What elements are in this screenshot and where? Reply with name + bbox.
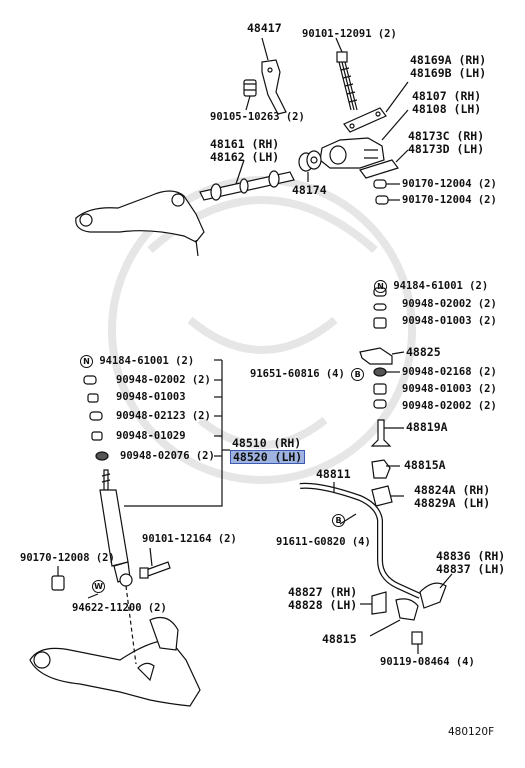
label-48837: 48837 (LH) bbox=[436, 562, 506, 576]
label-48174: 48174 bbox=[292, 183, 327, 197]
label-48107: 48107 (RH) bbox=[412, 89, 482, 103]
label-90101-12091: 90101-12091 (2) bbox=[302, 28, 397, 40]
label-94184-r-text: 94184-61001 (2) bbox=[393, 280, 489, 292]
label-91651-text: 91651-60816 (4) bbox=[250, 368, 345, 380]
nut-90170-12008 bbox=[51, 575, 65, 591]
right-hardware bbox=[359, 287, 447, 645]
shaft-48161 bbox=[199, 170, 295, 201]
marker-b-icon-lower: B bbox=[332, 514, 345, 527]
label-90119: 90119-08464 (4) bbox=[380, 656, 475, 668]
label-48169B: 48169B (LH) bbox=[410, 66, 487, 80]
label-48824A: 48824A (RH) bbox=[414, 483, 491, 497]
bracket-48417 bbox=[261, 59, 287, 115]
label-90170-12008: 90170-12008 (2) bbox=[20, 552, 115, 564]
label-90948-02002-r: 90948-02002 (2) bbox=[402, 298, 497, 310]
label-90948-02002-r2: 90948-02002 (2) bbox=[402, 400, 497, 412]
label-91611: 91611-G0820 (4) bbox=[276, 536, 371, 548]
label-90948-01003-l: 90948-01003 bbox=[116, 391, 186, 403]
washers-90170-12004 bbox=[373, 179, 389, 205]
bushing-48174 bbox=[298, 150, 322, 172]
label-94184-l-text: 94184-61001 (2) bbox=[99, 355, 195, 367]
label-91651: 91651-60816 (4) B bbox=[250, 368, 365, 381]
label-48162: 48162 (LH) bbox=[210, 150, 280, 164]
bolt-90101-12091 bbox=[336, 51, 358, 111]
part-48173 bbox=[359, 159, 399, 179]
stabilizer-bar-48811 bbox=[299, 482, 422, 599]
marker-w: W bbox=[92, 580, 105, 593]
label-90948-02168: 90948-02168 (2) bbox=[402, 366, 497, 378]
marker-w-icon: W bbox=[92, 580, 105, 593]
label-90948-02002-l: 90948-02002 (2) bbox=[116, 374, 211, 386]
label-94184-l: N 94184-61001 (2) bbox=[80, 355, 194, 368]
label-48173C: 48173C (RH) bbox=[408, 129, 485, 143]
label-90101-12164: 90101-12164 (2) bbox=[142, 533, 237, 545]
shock-hardware bbox=[83, 375, 109, 461]
label-48819A: 48819A bbox=[406, 420, 448, 434]
label-48161: 48161 (RH) bbox=[210, 137, 280, 151]
nut-90105 bbox=[243, 79, 257, 97]
label-48510: 48510 (RH) bbox=[232, 436, 302, 450]
upper-control-arm bbox=[75, 190, 205, 257]
label-48173D: 48173D (LH) bbox=[408, 142, 485, 156]
label-90948-01003-r2: 90948-01003 (2) bbox=[402, 383, 497, 395]
plate-48169 bbox=[343, 107, 387, 133]
label-90948-01029: 90948-01029 bbox=[116, 430, 186, 442]
label-48169A: 48169A (RH) bbox=[410, 53, 487, 67]
label-48827: 48827 (RH) bbox=[288, 585, 358, 599]
label-48108: 48108 (LH) bbox=[412, 102, 482, 116]
label-48520-highlighted[interactable]: 48520 (LH) bbox=[230, 450, 306, 464]
lower-control-arm bbox=[29, 617, 201, 707]
label-90948-02123: 90948-02123 (2) bbox=[116, 410, 211, 422]
label-94184-r: N 94184-61001 (2) bbox=[374, 280, 488, 293]
label-90170-12004-a: 90170-12004 (2) bbox=[402, 178, 497, 190]
label-48825: 48825 bbox=[406, 345, 441, 359]
label-48829A: 48829A (LH) bbox=[414, 496, 491, 510]
label-48828: 48828 (LH) bbox=[288, 598, 358, 612]
marker-b-lower: B bbox=[332, 514, 345, 527]
label-90170-12004-b: 90170-12004 (2) bbox=[402, 194, 497, 206]
bolt-90101-12164 bbox=[139, 561, 171, 579]
label-90948-02076: 90948-02076 (2) bbox=[120, 450, 215, 462]
label-48815A: 48815A bbox=[404, 458, 446, 472]
label-48811: 48811 bbox=[316, 467, 351, 481]
marker-b-icon: B bbox=[351, 368, 365, 381]
marker-n-icon: N bbox=[374, 280, 387, 293]
label-48417: 48417 bbox=[247, 21, 282, 35]
shock-absorber bbox=[99, 469, 133, 587]
label-94622: 94622-11200 (2) bbox=[72, 602, 167, 614]
label-48836: 48836 (RH) bbox=[436, 549, 506, 563]
label-90105-10263: 90105-10263 (2) bbox=[210, 111, 305, 123]
label-48815: 48815 bbox=[322, 632, 357, 646]
figure-number: 480120F bbox=[448, 726, 495, 738]
marker-n-icon-left: N bbox=[80, 355, 93, 368]
label-90948-01003-r: 90948-01003 (2) bbox=[402, 315, 497, 327]
mount-48107 bbox=[319, 137, 385, 169]
